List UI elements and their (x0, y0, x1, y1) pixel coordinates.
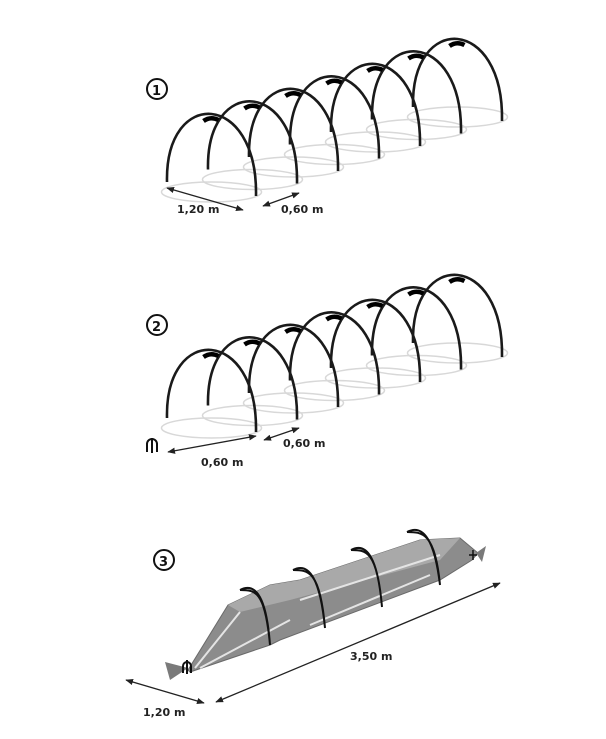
arch-connector (284, 327, 302, 334)
arch-connector (243, 103, 261, 111)
width-dimension-arrow (125, 678, 205, 705)
hoop-arch (247, 323, 340, 408)
ground-ellipse (201, 404, 304, 427)
spacing-dimension-arrow (263, 427, 300, 441)
arch-connector (366, 302, 384, 309)
ground-anchor-icon (182, 660, 192, 674)
width-label: 1,20 m (143, 706, 185, 719)
ground-ellipse (201, 168, 304, 191)
arch-connector (202, 352, 220, 359)
ground-anchor-icon (469, 550, 477, 560)
ground-ellipse (283, 143, 386, 166)
hoop-arch (329, 298, 422, 383)
arch-connector (366, 66, 384, 73)
ground-outlines (160, 106, 509, 203)
step-number-badge (146, 78, 168, 100)
arch-connector (407, 289, 425, 297)
arch-connector (284, 91, 302, 98)
width-label: 1,20 m (177, 203, 219, 216)
step-1: 1 1,20 m 0,60 m (146, 37, 509, 216)
step-2: 2 0,60 m 0,60 m (146, 273, 509, 469)
arch-connector (325, 314, 343, 322)
hoop-arch (329, 62, 422, 147)
hoop-arch (206, 336, 299, 420)
ground-ellipse (283, 379, 386, 402)
ground-ellipse (406, 342, 509, 364)
arch-connector (448, 41, 466, 48)
spacing-label: 0,60 m (281, 203, 323, 216)
arches-group (160, 273, 509, 439)
ground-ellipse (242, 392, 345, 414)
arch-connector (448, 277, 466, 284)
covered-tunnel (165, 528, 486, 680)
tunnel-tail-right (476, 546, 486, 562)
ground-ellipse (324, 131, 427, 153)
arch-connector (202, 116, 220, 123)
hoop-arch (288, 311, 381, 395)
arch-connector (407, 53, 425, 61)
step-number: 1 (152, 84, 161, 99)
arches (165, 273, 504, 433)
spacing-label: 0,60 m (283, 437, 325, 450)
arches-group (160, 37, 509, 203)
hoop-arch (288, 75, 381, 159)
step-3: 3 3,50 m 1,20 m (125, 528, 501, 719)
ground-ellipse (242, 156, 345, 178)
length-label: 3,50 m (350, 650, 392, 663)
anchor-distance-arrow (167, 434, 257, 454)
hoop-arch (411, 273, 504, 358)
arch-connector (243, 339, 261, 347)
ground-anchor-icon (146, 438, 158, 453)
hoop-arch (411, 37, 504, 122)
length-dimension-arrow (215, 582, 501, 703)
step-number: 2 (152, 320, 161, 335)
anchor-distance-label: 0,60 m (201, 456, 243, 469)
arch-connector (325, 78, 343, 86)
hoop-arch (406, 528, 441, 586)
ground-ellipse (365, 118, 468, 141)
hoop-arch (165, 348, 258, 433)
ground-ellipse (324, 367, 427, 389)
hoop-arch (206, 100, 299, 184)
hoop-arch (370, 50, 463, 134)
ground-ellipse (365, 354, 468, 377)
step-number-badge (153, 549, 175, 571)
step-number-badge (146, 314, 168, 336)
width-dimension-arrow (166, 186, 244, 212)
step-number: 3 (159, 555, 168, 570)
ground-outlines (160, 342, 509, 439)
arches (165, 37, 504, 197)
tunnel-tail-left (165, 662, 188, 680)
hoop-arch (247, 87, 340, 172)
hoop-arch (370, 286, 463, 370)
hoop-arch (165, 112, 258, 197)
spacing-dimension-arrow (262, 192, 300, 207)
ground-ellipse (406, 106, 509, 128)
